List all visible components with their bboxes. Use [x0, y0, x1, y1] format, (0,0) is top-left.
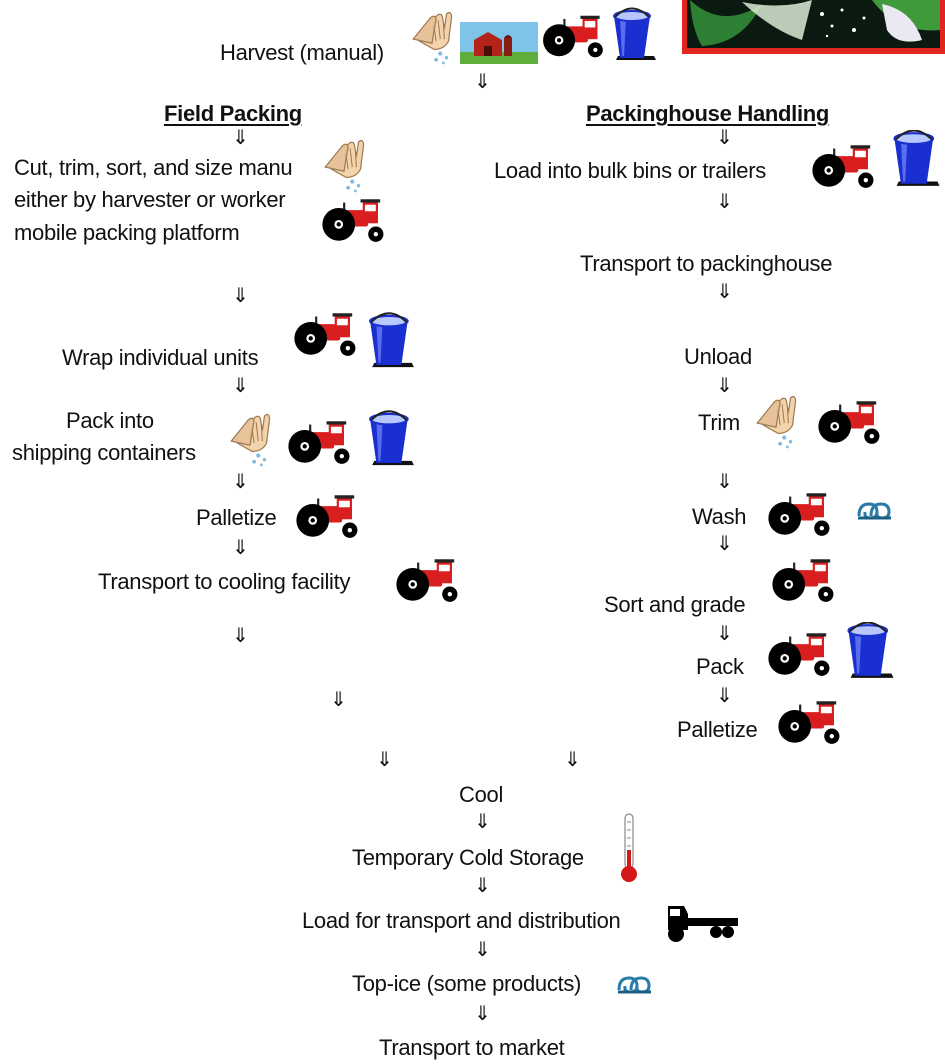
flow-arrow: ⇓	[564, 747, 581, 771]
tractor-icon	[818, 401, 880, 444]
house-pack-label: Pack	[696, 654, 744, 679]
bottom-topice-label: Top-ice (some products)	[352, 971, 582, 996]
ice-icon	[616, 976, 653, 994]
flow-arrow: ⇓	[716, 469, 733, 493]
flow-arrow: ⇓	[716, 683, 733, 707]
flow-arrow: ⇓	[474, 873, 491, 897]
bottom-cool-label: Cool	[459, 782, 504, 807]
field-transport-label: Transport to cooling facility	[98, 569, 351, 594]
hands-icon	[756, 395, 797, 449]
flow-arrow: ⇓	[474, 937, 491, 961]
flow-arrow: ⇓	[474, 809, 491, 833]
tractor-icon	[543, 15, 603, 58]
tractor-icon	[396, 559, 458, 602]
house-palletize-label: Palletize	[677, 717, 758, 742]
flow-arrow: ⇓	[716, 373, 733, 397]
bottom-storage-label: Temporary Cold Storage	[352, 845, 584, 870]
tractor-icon	[772, 559, 834, 602]
flow-arrow: ⇓	[716, 279, 733, 303]
bucket-icon	[893, 130, 941, 187]
flow-arrow: ⇓	[716, 531, 733, 555]
house-wash-label: Wash	[692, 504, 747, 529]
house-load-label: Load into bulk bins or trailers	[494, 158, 766, 183]
bucket-icon	[369, 410, 415, 467]
thermometer-icon	[621, 813, 637, 882]
flow-arrow: ⇓	[716, 125, 733, 149]
hands-icon	[412, 11, 453, 65]
tractor-icon	[296, 495, 358, 538]
bucket-icon	[847, 622, 895, 679]
tractor-icon	[768, 633, 830, 676]
field-packing-heading: Field Packing	[164, 101, 302, 126]
flow-arrow: ⇓	[376, 747, 393, 771]
house-trim-label: Trim	[698, 410, 740, 435]
field-cut-line-1: Cut, trim, sort, and size manu	[14, 155, 293, 180]
barn-icon	[460, 22, 538, 64]
bucket-icon	[369, 312, 415, 369]
flow-arrow: ⇓	[232, 623, 249, 647]
truck-icon	[668, 906, 738, 942]
flow-arrow: ⇓	[716, 621, 733, 645]
flow-arrow: ⇓	[232, 125, 249, 149]
tractor-icon	[778, 701, 840, 744]
flow-arrow: ⇓	[474, 69, 491, 93]
tractor-icon	[294, 313, 356, 356]
produce-spray-photo	[682, 0, 945, 54]
hands-icon	[324, 139, 365, 193]
packinghouse-heading: Packinghouse Handling	[586, 101, 830, 126]
house-unload-label: Unload	[684, 344, 752, 369]
ice-icon	[856, 502, 893, 520]
field-palletize-label: Palletize	[196, 505, 277, 530]
bucket-icon	[613, 7, 657, 61]
hands-icon	[230, 413, 271, 467]
harvest-label: Harvest (manual)	[220, 40, 384, 65]
house-transport-label: Transport to packinghouse	[580, 251, 833, 276]
field-pack-line-1: Pack into	[66, 408, 154, 433]
field-cut-line-2: either by harvester or worker	[14, 187, 286, 212]
tractor-icon	[812, 145, 874, 188]
tractor-icon	[288, 421, 350, 464]
field-pack-line-2: shipping containers	[12, 440, 196, 465]
flow-arrow: ⇓	[232, 283, 249, 307]
tractor-icon	[322, 199, 384, 242]
flow-arrow: ⇓	[474, 1001, 491, 1025]
flow-arrow: ⇓	[232, 469, 249, 493]
flow-arrow: ⇓	[232, 535, 249, 559]
field-wrap-label: Wrap individual units	[62, 345, 259, 370]
bottom-market-label: Transport to market	[379, 1035, 565, 1060]
field-cut-line-3: mobile packing platform	[14, 220, 240, 245]
house-sort-label: Sort and grade	[604, 592, 746, 617]
bottom-load-label: Load for transport and distribution	[302, 908, 621, 933]
tractor-icon	[768, 493, 830, 536]
flow-arrow: ⇓	[716, 189, 733, 213]
flow-arrow: ⇓	[232, 373, 249, 397]
flow-arrow: ⇓	[330, 687, 347, 711]
